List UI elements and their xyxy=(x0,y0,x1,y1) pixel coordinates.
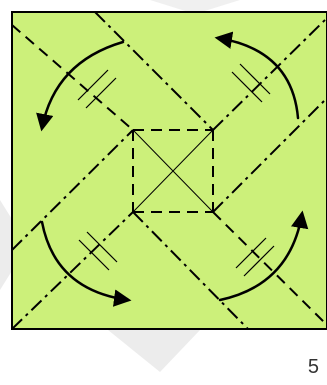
valley-fold-lines xyxy=(12,24,327,326)
mountain-fold-top-diag xyxy=(94,12,214,131)
mountain-fold-lines xyxy=(12,12,327,329)
mountain-fold-left-lower xyxy=(12,211,134,329)
top-left-arrow xyxy=(36,40,125,132)
valley-fold-lower-right xyxy=(212,211,327,326)
top-right-arrow xyxy=(214,31,300,120)
watermark-shape-bottom xyxy=(108,330,200,372)
bottom-right-arrow xyxy=(218,210,309,302)
paper-square xyxy=(11,11,327,330)
mountain-fold-bottom-diag xyxy=(132,211,249,329)
watermark-shape-top xyxy=(150,0,240,14)
bottom-left-arrow xyxy=(40,220,132,307)
page-number: 5 xyxy=(307,356,319,378)
mountain-fold-left-upper xyxy=(12,129,134,251)
valley-fold-upper-left xyxy=(12,24,134,131)
tick-marks xyxy=(77,63,275,277)
rotation-arrows xyxy=(36,31,309,307)
center-crease-x xyxy=(132,129,214,213)
